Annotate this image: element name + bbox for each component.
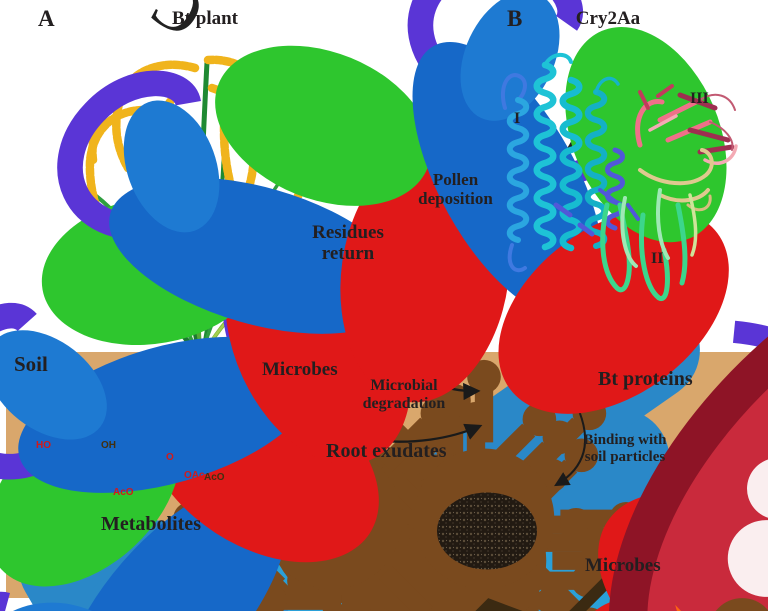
- panel-a-label: A: [38, 6, 55, 31]
- bt-proteins-label: Bt proteins: [598, 368, 693, 390]
- metabolites-label: Metabolites: [101, 513, 201, 535]
- microbes-root-label: Microbes: [262, 359, 338, 380]
- panel-b-title: Cry2Aa: [575, 8, 641, 29]
- ho-annotation: HO: [36, 440, 51, 451]
- microbial-degradation-line1: Microbial: [370, 377, 438, 394]
- binding-line1: Binding with: [583, 432, 667, 448]
- residues-return-line1: Residues: [312, 222, 384, 243]
- domain-i-label: I: [514, 110, 521, 127]
- soil-label: Soil: [14, 352, 48, 376]
- microbes-bottom-label: Microbes: [585, 555, 661, 576]
- residues-return-line2: return: [321, 243, 375, 265]
- binding-arrow: [554, 405, 587, 487]
- oac-annotation: OAc: [184, 470, 205, 481]
- pollen-deposition-line1: Pollen: [432, 170, 479, 189]
- panel-b-label: B: [507, 6, 523, 31]
- microbial-degradation-line2: degradation: [362, 394, 446, 412]
- soil-particle: [437, 492, 537, 570]
- pollen-deposition-line2: deposition: [418, 189, 493, 209]
- domain-ii-label: II: [651, 250, 664, 267]
- cry2aa-structure: [501, 52, 738, 302]
- panel-a-title: Bt plant: [172, 8, 238, 29]
- aco1-annotation: AcO: [113, 487, 134, 498]
- o1-annotation: O: [166, 452, 174, 463]
- domain-iii-label: III: [690, 90, 709, 107]
- aco2-annotation: AcO: [204, 472, 225, 483]
- oh-annotation: OH: [101, 440, 116, 451]
- binding-line2: soil particles: [584, 448, 666, 465]
- root-exudates-label: Root exudates: [326, 440, 447, 462]
